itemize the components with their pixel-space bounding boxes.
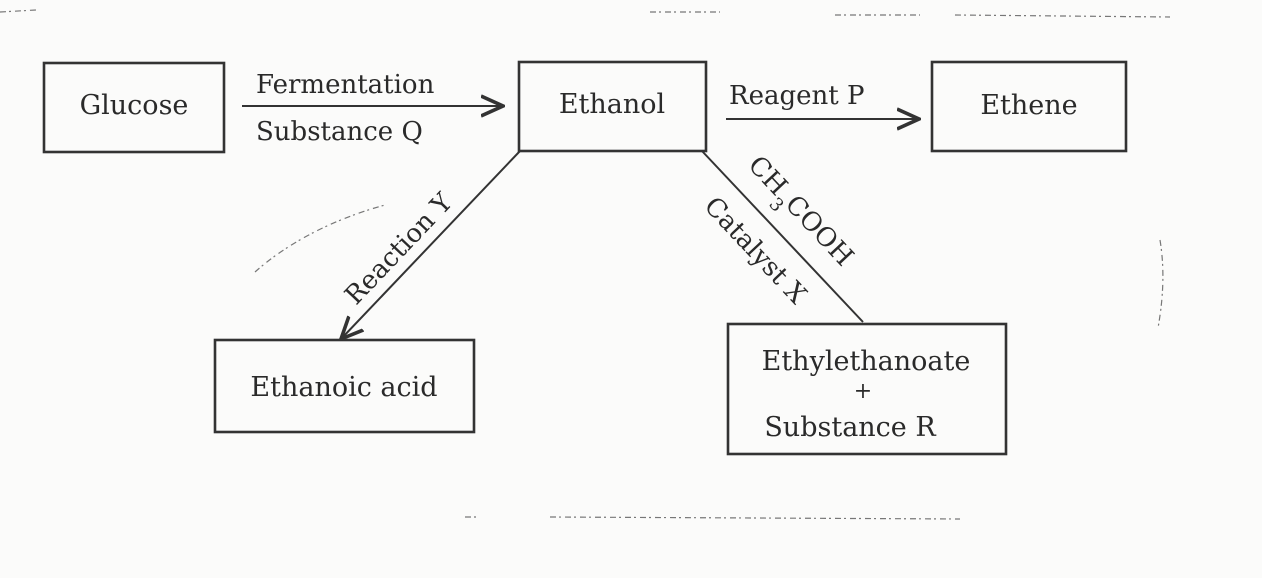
glucose-label: Glucose	[80, 90, 189, 121]
ester-products-line1: Ethylethanoate	[762, 346, 971, 377]
reaction-y-arrow	[341, 150, 521, 339]
node-ethanol: Ethanol	[517, 60, 708, 153]
esterification-line	[701, 150, 864, 323]
reagent-p-label: Reagent P	[729, 81, 864, 111]
edge-glucose-ethanol: Fermentation Substance Q	[242, 70, 503, 147]
scan-artifacts	[0, 9, 1171, 520]
ethanol-label: Ethanol	[559, 89, 665, 120]
substance-q-label: Substance Q	[256, 117, 423, 147]
ethanol-box	[517, 60, 708, 153]
edge-ethanol-ethanoic-acid: Reaction Y	[339, 150, 521, 339]
edge-ethanol-ester: CH3COOH Catalyst X	[698, 150, 864, 323]
ester-products-line2: Substance R	[764, 412, 936, 443]
ethanoic-acid-label: Ethanoic acid	[250, 372, 437, 403]
node-ethanoic-acid: Ethanoic acid	[213, 338, 476, 434]
reaction-y-label: Reaction Y	[339, 187, 459, 311]
edge-ethanol-ethene: Reagent P	[726, 81, 919, 119]
ethene-label: Ethene	[980, 90, 1077, 121]
ester-products-box	[726, 322, 1008, 456]
acetic-acid-prefix: CH	[742, 150, 793, 202]
node-ester-products: Ethylethanoate + Substance R	[726, 322, 1008, 456]
node-ethene: Ethene	[930, 60, 1128, 153]
glucose-box	[42, 61, 226, 154]
ethene-box	[930, 60, 1128, 153]
acetic-acid-suffix: COOH	[779, 190, 859, 273]
fermentation-label: Fermentation	[256, 70, 435, 100]
node-glucose: Glucose	[42, 61, 226, 154]
ester-products-plus: +	[854, 379, 872, 404]
